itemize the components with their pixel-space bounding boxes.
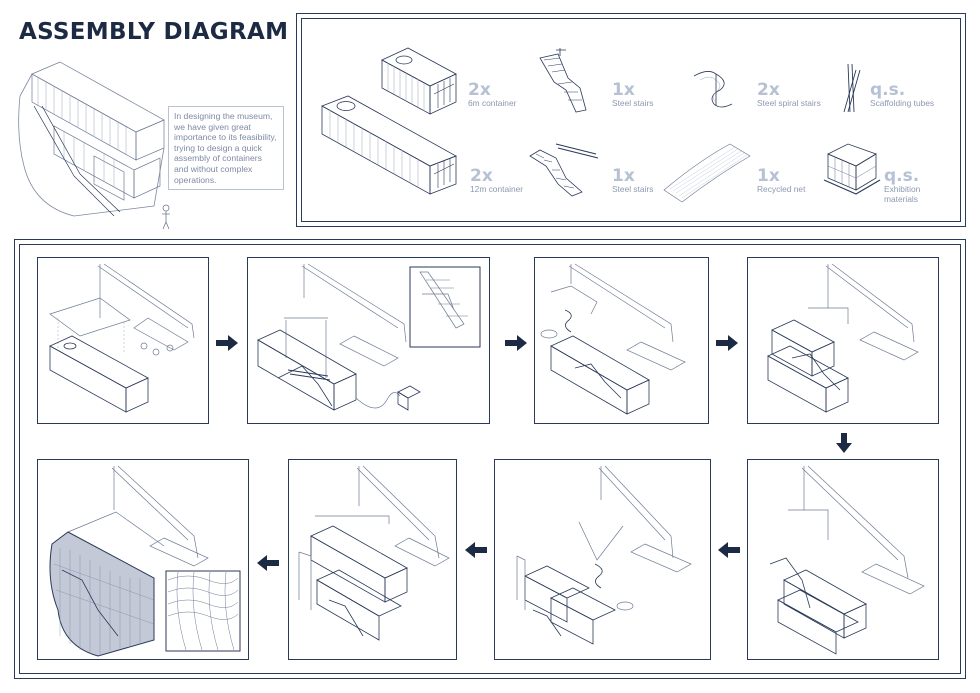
legend-label-container-12m: 12m container (470, 184, 524, 194)
step-7-drawing (298, 465, 450, 641)
step-1-panel (37, 257, 209, 424)
legend-qty-container-12m: 2x (470, 166, 493, 186)
step-8-panel (37, 459, 249, 660)
page-title: ASSEMBLY DIAGRAM (19, 19, 289, 45)
museum-overview-illustration (18, 61, 170, 230)
legend-qty-spiral-stairs: 2x (757, 80, 780, 100)
legend-label-recycled-net: Recycled net (757, 184, 806, 194)
arrow-right-icon (505, 335, 527, 351)
step-6-drawing (516, 465, 692, 645)
legend-qty-scaffolding: q.s. (870, 80, 906, 100)
step-6-panel (494, 459, 711, 660)
container-6m-icon (381, 47, 457, 115)
spiral-stairs-icon (693, 71, 733, 108)
step-5-panel (747, 459, 939, 660)
arrow-left-icon (257, 555, 279, 571)
steps-frame (14, 239, 966, 679)
exhibition-materials-icon (823, 143, 881, 195)
step-4-drawing (767, 263, 919, 413)
step-2-drawing (257, 263, 481, 411)
recycled-net-icon (663, 143, 751, 203)
legend-label-steel-stairs: Steel stairs (612, 98, 654, 108)
step-5-drawing (769, 465, 925, 655)
arrow-right-icon (216, 335, 238, 351)
steel-stairs-icon (539, 48, 587, 113)
container-12m-icon (321, 95, 457, 195)
legend-label-container-6m: 6m container (468, 98, 517, 108)
legend-qty-recycled-net: 1x (757, 166, 780, 186)
legend-qty-exhibition: q.s. (884, 166, 920, 186)
arrow-left-icon (718, 542, 740, 558)
legend-qty-container-6m: 2x (468, 80, 491, 100)
legend-label-scaffolding: Scaffolding tubes (870, 98, 935, 108)
steel-stairs-2-icon (529, 143, 599, 197)
step-4-panel (747, 257, 939, 424)
arrow-left-icon (465, 542, 487, 558)
legend-label-steel-stairs-2: Steel stairs (612, 184, 654, 194)
steps-frame-inner (19, 244, 961, 674)
legend-label-spiral-stairs: Steel spiral stairs (757, 98, 821, 108)
design-note: In designing the museum, we have given g… (168, 106, 284, 190)
step-8-drawing (49, 465, 241, 657)
step-7-panel (288, 459, 457, 660)
arrow-down-icon (836, 433, 852, 453)
arrow-right-icon (716, 335, 738, 351)
step-3-drawing (540, 263, 686, 415)
legend-qty-steel-stairs: 1x (612, 80, 635, 100)
step-3-panel (534, 257, 709, 424)
legend-frame-inner (301, 18, 961, 222)
scaffolding-tubes-icon (843, 63, 861, 113)
step-1-drawing (49, 263, 195, 413)
legend-label-exhibition: Exhibition materials (884, 184, 921, 204)
legend-frame (296, 13, 966, 227)
step-2-panel (247, 257, 490, 424)
legend-qty-steel-stairs-2: 1x (612, 166, 635, 186)
